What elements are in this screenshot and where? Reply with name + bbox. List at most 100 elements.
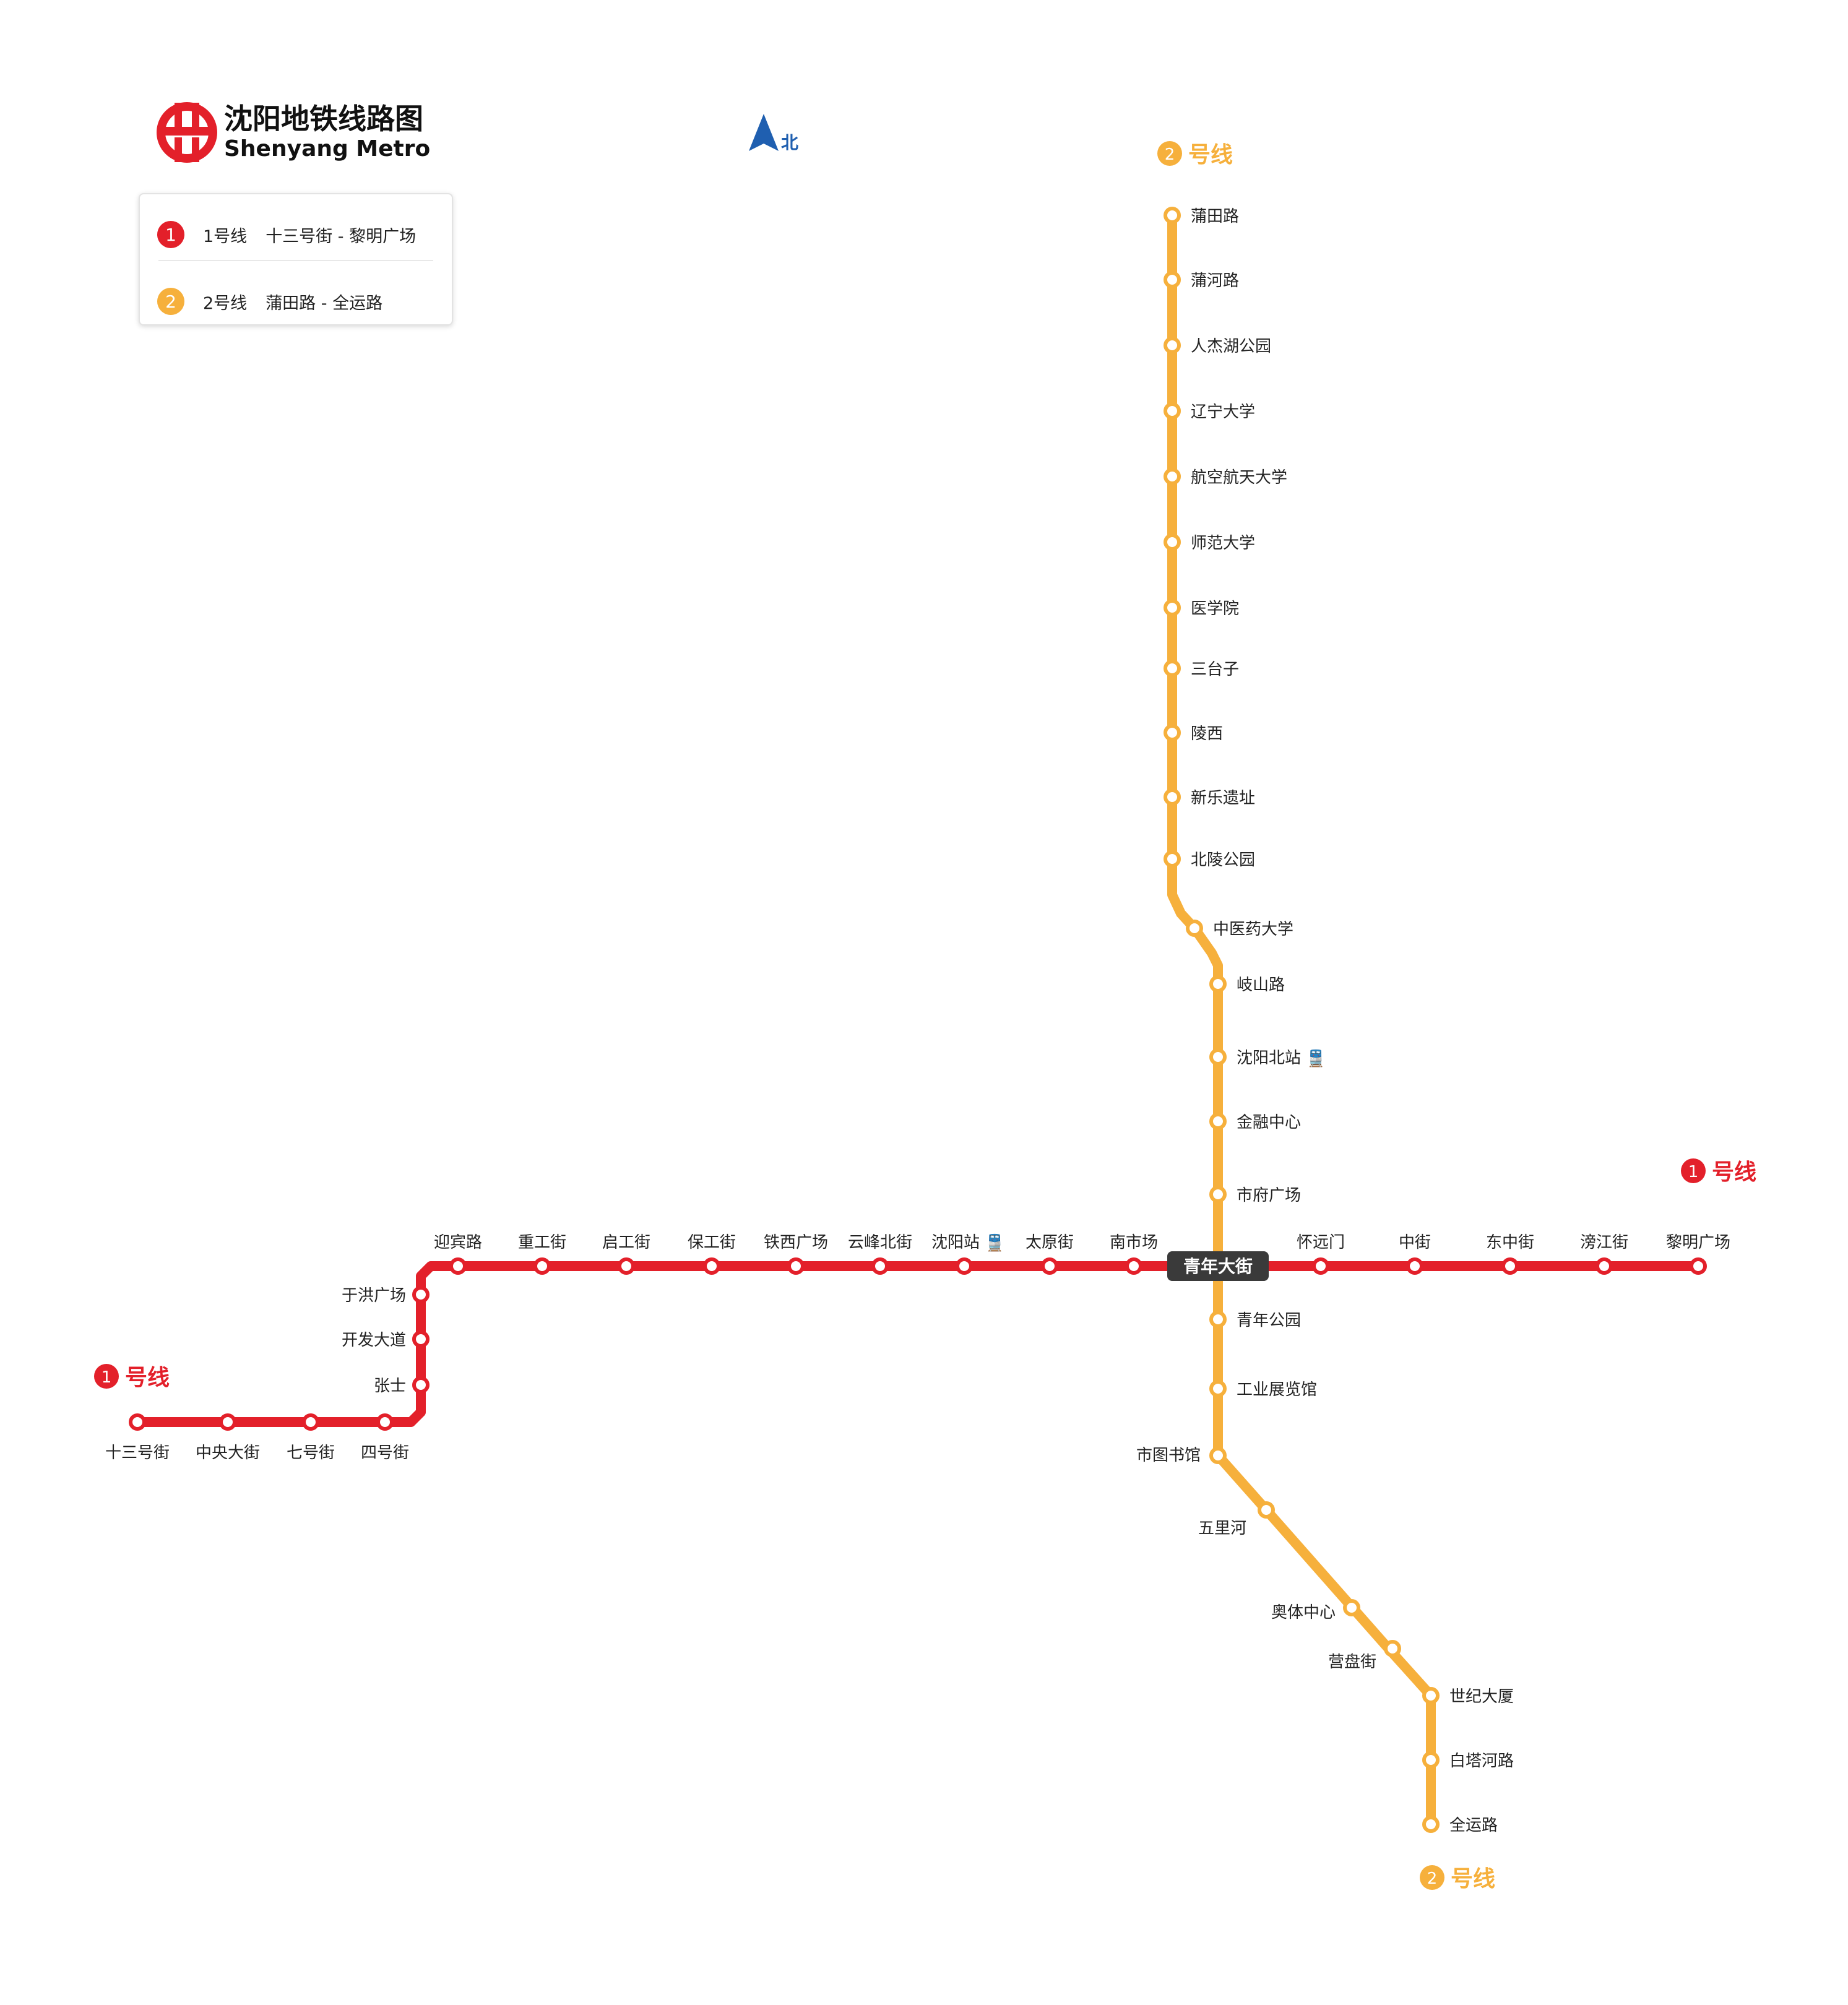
line1-station-marker[interactable] — [302, 1413, 319, 1431]
line2-station-marker[interactable] — [1164, 724, 1181, 741]
line1-station-marker[interactable] — [1312, 1257, 1329, 1275]
line2-track — [1167, 210, 1436, 1829]
line2-station-marker[interactable] — [1209, 1186, 1227, 1203]
line2-station-label[interactable]: 市府广场 — [1237, 1186, 1301, 1205]
line1-station-label[interactable]: 迎宾路 — [434, 1233, 482, 1252]
line2-station-marker[interactable] — [1164, 207, 1181, 224]
line2-station-marker[interactable] — [1209, 1447, 1227, 1464]
legend-row-line1[interactable]: 1 1号线 十三号街 - 黎明广场 — [157, 218, 416, 251]
line2-station-label[interactable]: 五里河 — [1198, 1519, 1246, 1538]
line2-station-marker[interactable] — [1209, 1048, 1227, 1066]
line1-station-label[interactable]: 滂江街 — [1580, 1233, 1628, 1252]
line1-station-marker[interactable] — [1125, 1257, 1142, 1275]
line2-station-marker[interactable] — [1384, 1640, 1401, 1657]
line1-station-label[interactable]: 黎明广场 — [1666, 1233, 1730, 1252]
line1-station-label[interactable]: 云峰北街 — [848, 1233, 912, 1252]
line1-station-marker[interactable] — [618, 1257, 635, 1275]
line2-station-label[interactable]: 沈阳北站 — [1237, 1049, 1301, 1067]
line2-station-label[interactable]: 蒲田路 — [1191, 207, 1239, 226]
line2-station-marker[interactable] — [1164, 402, 1181, 420]
line2-station-marker[interactable] — [1164, 850, 1181, 868]
line2-station-marker[interactable] — [1164, 660, 1181, 677]
interchange-qingnian-dajie[interactable]: 青年大街 — [1167, 1251, 1269, 1281]
line2-station-marker[interactable] — [1164, 533, 1181, 551]
line1-station-label[interactable]: 启工街 — [602, 1233, 650, 1252]
line1-station-label[interactable]: 南市场 — [1110, 1233, 1158, 1252]
line1-station-label[interactable]: 七号街 — [287, 1444, 335, 1462]
legend-row-line2[interactable]: 2 2号线 蒲田路 - 全运路 — [157, 285, 382, 318]
line1-station-label[interactable]: 四号街 — [361, 1444, 409, 1462]
line2-station-label[interactable]: 营盘街 — [1328, 1653, 1376, 1671]
line2-station-marker[interactable] — [1343, 1599, 1360, 1616]
line2-station-marker[interactable] — [1422, 1687, 1440, 1704]
line1-station-marker[interactable] — [412, 1286, 430, 1303]
line2-station-marker[interactable] — [1258, 1501, 1275, 1519]
line1-station-marker[interactable] — [449, 1257, 467, 1275]
line2-station-label[interactable]: 航空航天大学 — [1191, 468, 1287, 487]
line1-station-label[interactable]: 保工街 — [688, 1233, 736, 1252]
line2-station-label[interactable]: 奥体中心 — [1271, 1603, 1336, 1622]
line2-station-marker[interactable] — [1164, 468, 1181, 485]
line1-station-marker[interactable] — [871, 1257, 889, 1275]
interchange-label: 青年大街 — [1183, 1256, 1253, 1277]
line1-station-marker[interactable] — [1690, 1257, 1707, 1275]
line1-station-label[interactable]: 重工街 — [518, 1233, 566, 1252]
line1-station-marker[interactable] — [1041, 1257, 1058, 1275]
line1-station-marker[interactable] — [412, 1376, 430, 1394]
line2-station-marker[interactable] — [1164, 337, 1181, 354]
line1-station-label[interactable]: 怀远门 — [1297, 1233, 1345, 1252]
line2-station-marker[interactable] — [1164, 599, 1181, 616]
line2-station-label[interactable]: 市图书馆 — [1136, 1446, 1201, 1465]
line1-station-marker[interactable] — [376, 1413, 394, 1431]
line2-station-label[interactable]: 世纪大厦 — [1449, 1688, 1514, 1706]
line1-station-label[interactable]: 张士 — [374, 1377, 406, 1395]
line1-station-marker[interactable] — [1406, 1257, 1423, 1275]
line2-station-label[interactable]: 金融中心 — [1237, 1113, 1301, 1132]
line1-station-marker[interactable] — [1595, 1257, 1613, 1275]
line2-station-label[interactable]: 人杰湖公园 — [1191, 337, 1271, 356]
tag-line1-east-text: 号线 — [1712, 1160, 1756, 1185]
line1-station-label[interactable]: 中街 — [1399, 1233, 1431, 1252]
line1-station-marker[interactable] — [533, 1257, 551, 1275]
line2-station-label[interactable]: 岐山路 — [1237, 976, 1285, 994]
line1-station-label[interactable]: 沈阳站 — [931, 1233, 980, 1252]
line1-station-label[interactable]: 十三号街 — [105, 1444, 170, 1462]
line2-station-label[interactable]: 三台子 — [1191, 660, 1239, 679]
line2-station-marker[interactable] — [1209, 975, 1227, 993]
line2-station-label[interactable]: 青年公园 — [1237, 1311, 1301, 1330]
line1-station-marker[interactable] — [956, 1257, 973, 1275]
line1-station-marker[interactable] — [703, 1257, 720, 1275]
tag-line2-south: 2 号线 — [1420, 1865, 1495, 1892]
line1-station-label[interactable]: 东中街 — [1486, 1233, 1534, 1252]
line2-station-marker[interactable] — [1164, 788, 1181, 806]
line2-station-marker[interactable] — [1186, 920, 1203, 937]
line2-station-label[interactable]: 师范大学 — [1191, 534, 1255, 553]
map-title-zh: 沈阳地铁线路图 — [224, 102, 423, 136]
line1-station-marker[interactable] — [1501, 1257, 1519, 1275]
line1-station-marker[interactable] — [412, 1330, 430, 1348]
line2-station-label[interactable]: 北陵公园 — [1191, 851, 1255, 869]
line1-station-label[interactable]: 于洪广场 — [342, 1287, 406, 1305]
line2-station-marker[interactable] — [1422, 1751, 1440, 1769]
line2-station-label[interactable]: 陵西 — [1191, 725, 1223, 743]
line2-station-label[interactable]: 全运路 — [1449, 1816, 1498, 1835]
line2-station-marker[interactable] — [1209, 1113, 1227, 1130]
line1-station-label[interactable]: 开发大道 — [342, 1331, 406, 1350]
line1-station-label[interactable]: 太原街 — [1025, 1233, 1074, 1252]
line2-station-label[interactable]: 白塔河路 — [1449, 1752, 1514, 1770]
line2-station-marker[interactable] — [1209, 1380, 1227, 1397]
line1-station-marker[interactable] — [129, 1413, 146, 1431]
line2-station-label[interactable]: 医学院 — [1191, 600, 1239, 618]
line2-station-label[interactable]: 中医药大学 — [1213, 920, 1293, 939]
line2-station-label[interactable]: 辽宁大学 — [1191, 403, 1255, 421]
line2-station-label[interactable]: 新乐遗址 — [1191, 789, 1255, 808]
line1-station-marker[interactable] — [219, 1413, 236, 1431]
line1-station-label[interactable]: 中央大街 — [196, 1444, 260, 1462]
line2-station-label[interactable]: 工业展览馆 — [1237, 1381, 1317, 1399]
line2-station-marker[interactable] — [1422, 1816, 1440, 1833]
line1-station-label[interactable]: 铁西广场 — [764, 1233, 828, 1252]
line2-station-marker[interactable] — [1164, 271, 1181, 288]
line2-station-label[interactable]: 蒲河路 — [1191, 272, 1239, 290]
line2-station-marker[interactable] — [1209, 1311, 1227, 1328]
line1-station-marker[interactable] — [787, 1257, 805, 1275]
